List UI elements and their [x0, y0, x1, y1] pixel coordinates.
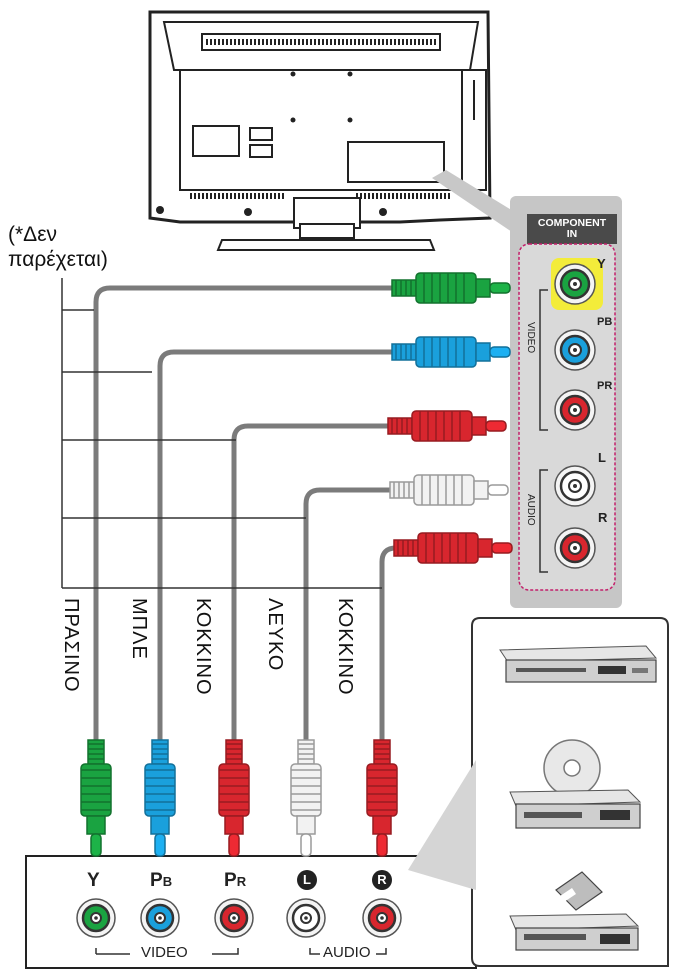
cable-wire-red-r [379, 545, 397, 763]
src-plug-tip-red-r [376, 833, 388, 857]
tv-plug-body-green [415, 272, 477, 304]
tv-plug-neck-blue [475, 342, 491, 362]
src-label-pb-sub: B [162, 874, 173, 889]
src-plug-body-green [80, 763, 112, 817]
cable-wire-green [93, 285, 395, 763]
source-jack-white [286, 898, 326, 938]
src-plug-neck-red-pr [224, 815, 244, 835]
tv-plug-neck-red-pr [471, 416, 487, 436]
src-plug-tip-green [90, 833, 102, 857]
src-label-pr-sub: R [236, 874, 247, 889]
cable-green [80, 272, 511, 857]
src-label-pb: PB [150, 870, 172, 892]
source-jack-green [76, 898, 116, 938]
cable-wire-red-pr [231, 423, 391, 763]
tv-plug-tip-blue [489, 346, 511, 358]
disc-player-icon [509, 739, 642, 829]
src-plug-tip-white [300, 833, 312, 857]
tv-plug-body-red-pr [411, 410, 473, 442]
cable-red-r [366, 532, 513, 857]
src-label-y: Y [87, 870, 100, 891]
cable-label-green: ΠΡΑΣΙΝΟ [60, 598, 82, 693]
tv-jack-red-r [554, 527, 596, 569]
src-audio-group-label: AUDIO [320, 944, 374, 961]
not-supplied-bracket [61, 278, 382, 589]
cable-white [290, 474, 509, 857]
zoom-callout [432, 170, 518, 232]
component-in-label: COMPONENT IN [537, 217, 607, 240]
tv-plug-neck-white [473, 480, 489, 500]
source-jack-red-r [362, 898, 402, 938]
src-plug-neck-green [86, 815, 106, 835]
tv-jack-blue [554, 329, 596, 371]
tv-audio-group-label: AUDIO [525, 494, 536, 526]
tv-port-label-y: Y [597, 256, 606, 271]
source-jack-red-pr [214, 898, 254, 938]
tv-plug-body-red-r [417, 532, 479, 564]
tv-video-group-label: VIDEO [525, 322, 536, 354]
src-label-r: R [372, 870, 392, 890]
src-label-pb-main: P [150, 870, 163, 891]
tv-plug-body-blue [415, 336, 477, 368]
src-plug-tip-red-pr [228, 833, 240, 857]
cable-wire-white [303, 487, 393, 763]
tv-back [148, 10, 492, 251]
src-plug-neck-blue [150, 815, 170, 835]
tv-plug-body-white [413, 474, 475, 506]
src-plug-body-white [290, 763, 322, 817]
tv-port-label-pr: PR [597, 380, 613, 392]
src-plug-body-red-pr [218, 763, 250, 817]
src-label-pr-main: P [224, 870, 237, 891]
src-plug-neck-red-r [372, 815, 392, 835]
tv-jack-white [554, 465, 596, 507]
tv-plug-tip-red-r [491, 542, 513, 554]
src-plug-neck-white [296, 815, 316, 835]
tv-plug-neck-red-r [477, 538, 493, 558]
tv-port-label-r: R [598, 510, 608, 525]
cable-blue [144, 336, 511, 857]
source-jack-blue [140, 898, 180, 938]
tv-port-label-l: L [598, 450, 606, 465]
src-plug-tip-blue [154, 833, 166, 857]
component-in-title: COMPONENT IN [527, 218, 617, 240]
tv-jack-green [554, 263, 596, 305]
src-video-group-label: VIDEO [138, 944, 191, 961]
src-label-l: L [297, 870, 317, 890]
cable-label-red-r: ΚΟΚΚΙΝΟ [334, 598, 356, 696]
tv-port-label-pb: PB [597, 316, 613, 328]
dvd-player-icon [499, 645, 658, 683]
cable-label-blue: ΜΠΛΕ [128, 598, 150, 660]
tv-plug-tip-red-pr [485, 420, 507, 432]
tv-jack-red-pr [554, 389, 596, 431]
vcr-icon [509, 871, 640, 951]
cable-label-white: ΛΕΥΚΟ [264, 598, 286, 672]
cable-label-red-pr: ΚΟΚΚΙΝΟ [192, 598, 214, 696]
tv-plug-neck-green [475, 278, 491, 298]
src-label-pr: PR [224, 870, 246, 892]
tv-plug-tip-green [489, 282, 511, 294]
src-plug-body-blue [144, 763, 176, 817]
tv-plug-tip-white [487, 484, 509, 496]
not-supplied-note: (*Δεν παρέχεται) [8, 223, 108, 271]
cable-wire-blue [157, 349, 395, 763]
src-plug-body-red-r [366, 763, 398, 817]
